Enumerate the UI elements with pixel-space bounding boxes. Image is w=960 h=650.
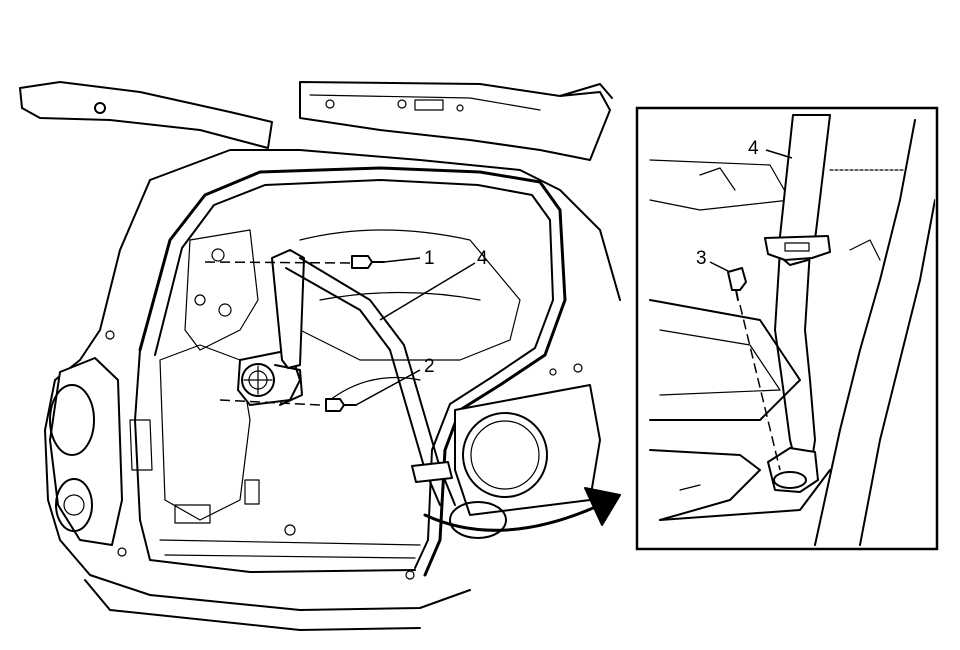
callout-4-main: 4 <box>477 248 488 269</box>
cargo-opening <box>134 166 583 577</box>
callout-3: 3 <box>696 248 707 269</box>
detail-arrow <box>423 487 621 532</box>
leader-4-main <box>379 262 476 321</box>
bolt-1 <box>204 255 385 269</box>
liftgate <box>19 81 613 161</box>
leader-1 <box>383 257 421 263</box>
callout-1: 1 <box>424 248 435 269</box>
vehicle-rear-view <box>19 81 621 631</box>
speaker <box>449 384 601 539</box>
leader-2 <box>355 369 421 406</box>
detail-inset: 4 3 <box>635 106 939 551</box>
vehicle-body <box>44 149 621 631</box>
callout-2: 2 <box>424 356 435 377</box>
seat-belt-webbing <box>271 249 456 506</box>
quarter-inner-panel <box>105 229 415 580</box>
callout-4-inset: 4 <box>748 138 759 159</box>
leader-3 <box>709 261 731 273</box>
bolt-2 <box>219 398 357 412</box>
leader-4-inset <box>765 149 793 159</box>
